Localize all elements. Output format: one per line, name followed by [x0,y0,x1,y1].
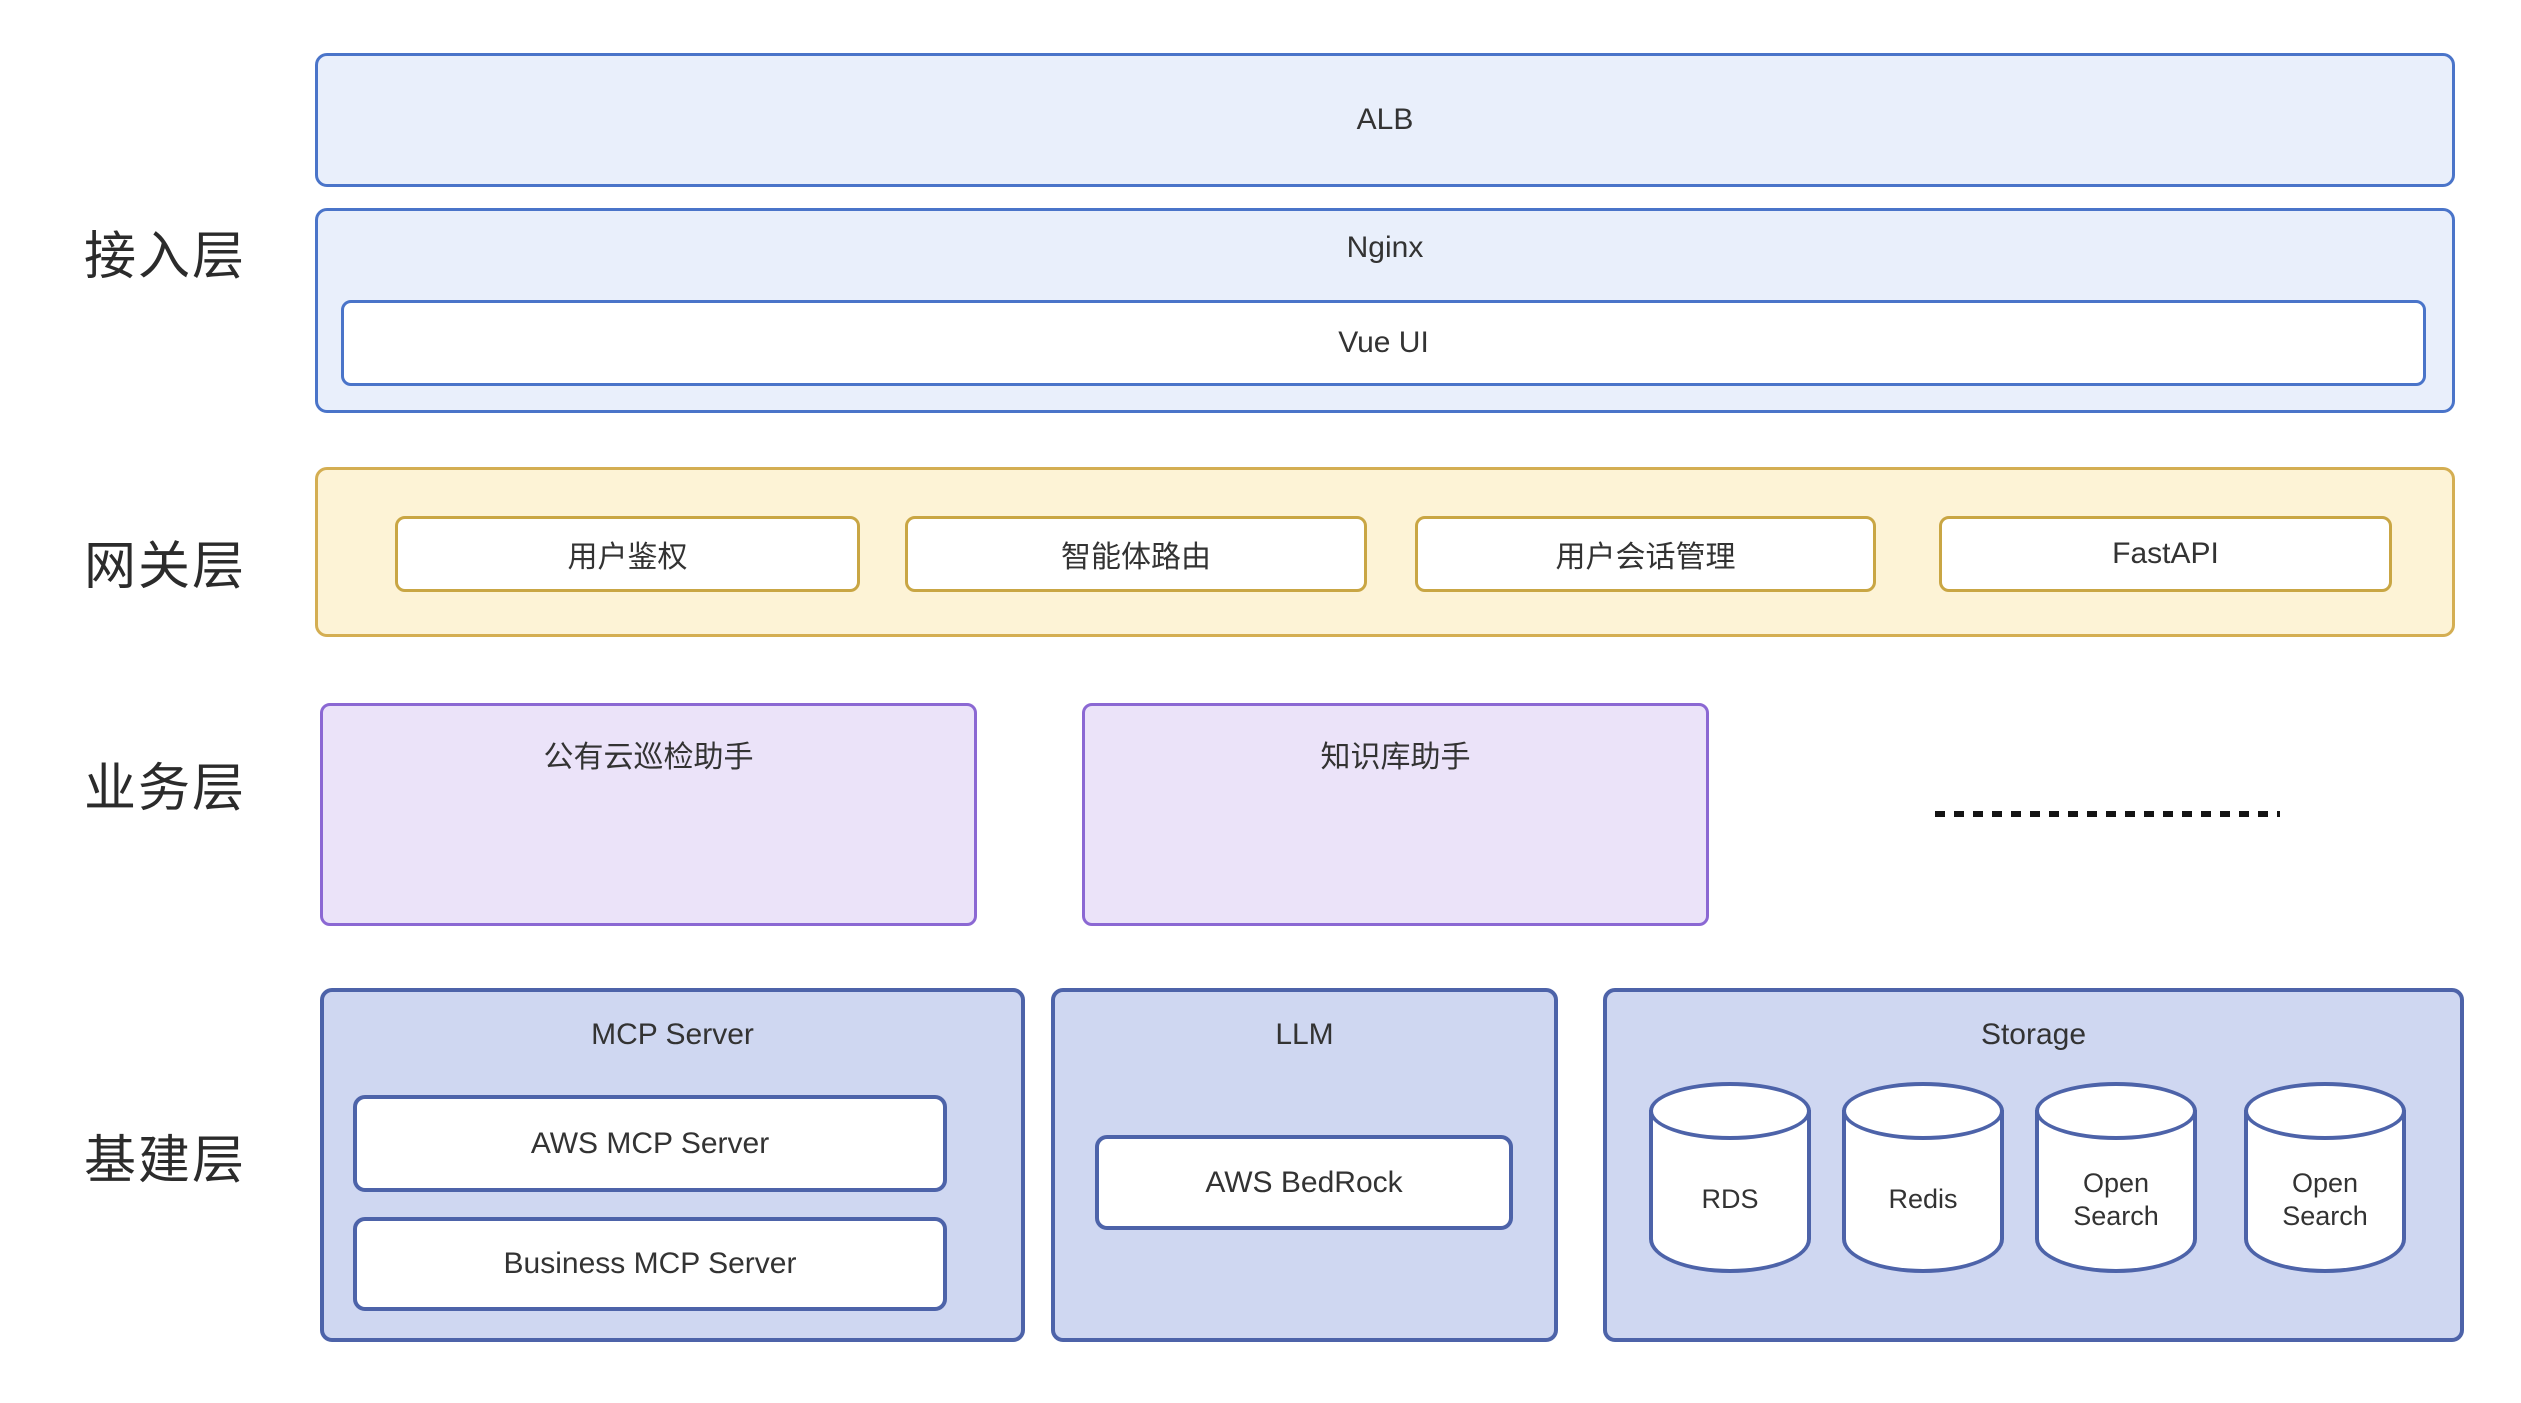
infra-box-storage: Storage RDS Redis Open Search Open Searc… [1603,988,2464,1342]
mcp-item-aws-mcp-server: AWS MCP Server [353,1095,947,1192]
mcp-server-title: MCP Server [591,1018,754,1051]
cylinder-body: Open Search [2035,1110,2197,1273]
nginx-label: Nginx [1346,231,1424,264]
gateway-item-agent-routing: 智能体路由 [905,516,1367,592]
cylinder-top [1842,1082,2004,1140]
cylinder-top [1649,1082,1811,1140]
db-label: Open Search [2073,1168,2159,1231]
gateway-item-user-auth: 用户鉴权 [395,516,860,592]
business-box-knowledge-base-assistant: 知识库助手 [1082,703,1709,926]
layer-label-access: 接入层 [83,228,246,286]
alb-box: ALB [315,53,2455,187]
layer-label-infrastructure: 基建层 [83,1132,246,1190]
mcp-item-business-mcp-server: Business MCP Server [353,1217,947,1311]
gateway-item-label: 智能体路由 [1061,541,1211,574]
gateway-item-label: FastAPI [2112,537,2219,570]
cylinder-top [2244,1082,2406,1140]
infra-box-llm: LLM AWS BedRock [1051,988,1558,1342]
mcp-item-label: AWS MCP Server [530,1126,770,1160]
llm-title: LLM [1275,1018,1334,1051]
cylinder-body: Redis [1842,1110,2004,1273]
db-label: Redis [1888,1184,1958,1215]
gateway-container: 用户鉴权 智能体路由 用户会话管理 FastAPI [315,467,2455,637]
nginx-box: Nginx Vue UI [315,208,2455,413]
db-cylinder-opensearch-1: Open Search [2035,1082,2197,1273]
gateway-item-label: 用户会话管理 [1555,541,1736,574]
db-label: Open Search [2282,1168,2368,1231]
storage-title: Storage [1980,1018,2087,1051]
gateway-item-fastapi: FastAPI [1939,516,2392,592]
db-cylinder-redis: Redis [1842,1082,2004,1273]
cylinder-top [2035,1082,2197,1140]
vue-ui-label: Vue UI [1338,326,1429,359]
mcp-item-label: Business MCP Server [503,1247,797,1280]
business-box-cloud-inspection-assistant: 公有云巡检助手 [320,703,977,926]
alb-label: ALB [1356,103,1414,136]
llm-item-label: AWS BedRock [1205,1165,1403,1199]
db-cylinder-opensearch-2: Open Search [2244,1082,2406,1273]
layer-label-gateway: 网关层 [83,538,246,596]
db-cylinder-rds: RDS [1649,1082,1811,1273]
ellipsis-dashed-line [1935,811,2280,817]
business-box-title: 公有云巡检助手 [543,741,754,774]
gateway-item-session-management: 用户会话管理 [1415,516,1876,592]
vue-ui-box: Vue UI [341,300,2426,386]
layer-label-business: 业务层 [83,760,246,818]
infra-box-mcp-server: MCP Server AWS MCP Server Business MCP S… [320,988,1025,1342]
llm-item-aws-bedrock: AWS BedRock [1095,1135,1513,1230]
business-box-title: 知识库助手 [1320,741,1471,774]
gateway-item-label: 用户鉴权 [567,541,688,574]
db-label: RDS [1701,1184,1759,1215]
